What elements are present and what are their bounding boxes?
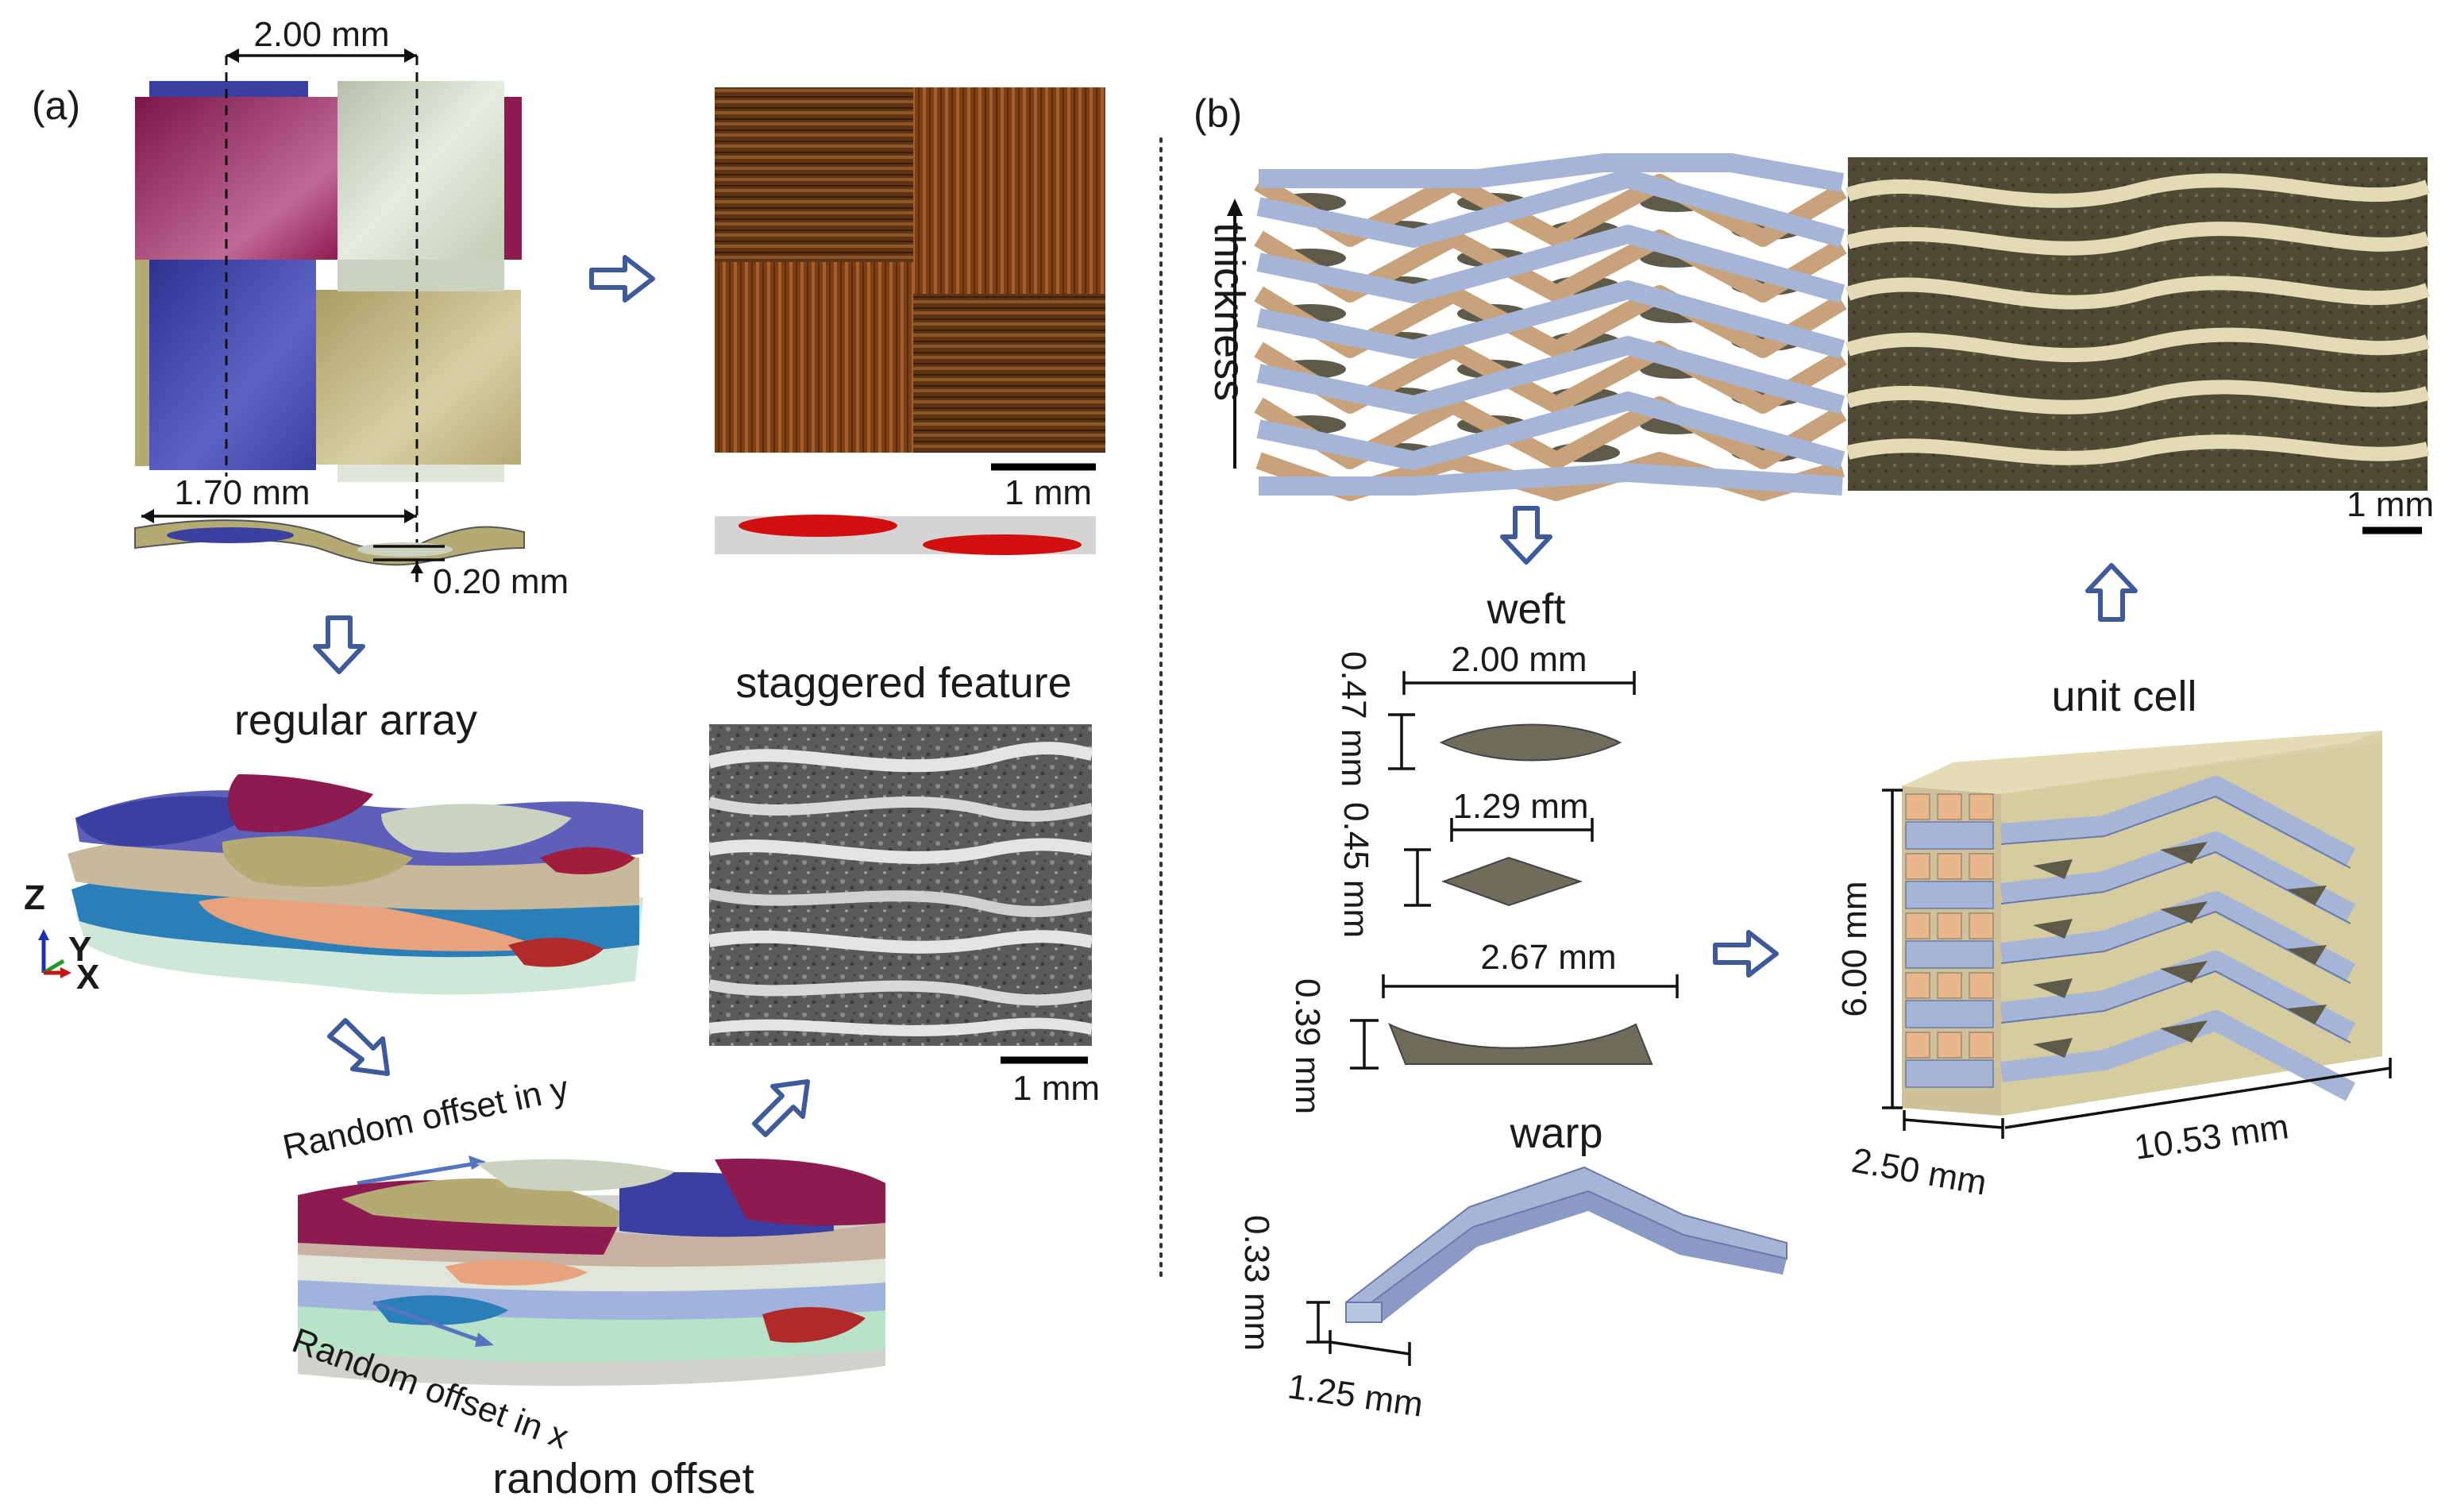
arrow-to-unit-cell (1713, 930, 1779, 978)
scale-bar-1-label: 1 mm (1005, 473, 1092, 512)
weft-3-width-label: 2.67 mm (1480, 938, 1616, 977)
axis-y-label: Y (68, 930, 91, 969)
woven-unit-top-view (135, 81, 522, 482)
unit-cell-block (1902, 731, 2382, 1116)
cross-section-yarn-sage (357, 542, 453, 557)
weft-3-height-label: 0.39 mm (1288, 978, 1327, 1114)
arrow-to-micrograph (589, 255, 655, 303)
thickness-arrowhead (411, 562, 423, 573)
thickness-arrowhead-b (1227, 199, 1243, 216)
label-warp: warp (1509, 1109, 1602, 1157)
weave-schematic (1254, 153, 1847, 501)
random-y-arrow-line (357, 1161, 477, 1186)
label-regular-array: regular array (234, 696, 477, 744)
arrow-up-b (2085, 563, 2138, 622)
cross-section-yarn-navy (167, 527, 294, 543)
random-offset-stack (298, 1159, 885, 1386)
cell-height-label: 6.00 mm (1835, 881, 1874, 1016)
label-unit-cell: unit cell (2051, 673, 2196, 720)
arrow-diagonal-a (327, 1018, 390, 1076)
fabric-cross-section-photo (1845, 157, 2431, 491)
weft-shape-1 (1439, 723, 1622, 762)
weft-2-height-label: 0.45 mm (1336, 802, 1375, 938)
weft-2-width-label: 1.29 mm (1452, 787, 1588, 826)
regular-array-stack (67, 774, 643, 995)
arrow-down-a (313, 615, 365, 674)
dim-width-label: 1.70 mm (174, 473, 310, 512)
arrow-down-b (1500, 506, 1552, 565)
cell-length-line (2004, 1066, 2391, 1129)
label-weft: weft (1486, 585, 1565, 633)
random-y-arrowhead (469, 1155, 486, 1170)
random-x-arrow-line (372, 1300, 485, 1344)
weft-1-height-label: 0.47 mm (1334, 651, 1373, 787)
cross-section-red-yarn-1 (739, 515, 897, 537)
label-staggered-feature: staggered feature (735, 659, 1071, 707)
warp-width-line (1329, 1340, 1410, 1356)
dim-thickness-label: 0.20 mm (433, 562, 569, 601)
dim-top-label: 2.00 mm (253, 15, 389, 54)
cell-depth-line (1903, 1118, 2004, 1129)
weft-1-width-label: 2.00 mm (1451, 640, 1587, 679)
micrograph-staggered (707, 724, 1093, 1046)
axis-z-label: Z (24, 878, 45, 917)
label-random-offset-y: Random offset in y (280, 1069, 572, 1167)
random-x-arrowhead (475, 1333, 494, 1347)
arrow-diagonal-up (752, 1079, 810, 1137)
label-thickness: thickness (1205, 222, 1253, 401)
cell-length-label: 10.53 mm (2132, 1107, 2292, 1167)
cell-depth-label: 2.50 mm (1849, 1141, 1989, 1203)
cross-section (134, 519, 525, 566)
panel-a-label: (a) (32, 83, 80, 128)
warp-shape (1344, 1166, 1788, 1323)
warp-height-label: 0.33 mm (1237, 1215, 1276, 1351)
weft-shape-3 (1388, 1022, 1653, 1065)
axis-x-label: X (76, 958, 99, 997)
micrograph-top-view (715, 87, 1105, 453)
label-random-offset: random offset (492, 1455, 754, 1502)
scale-bar-b-label: 1 mm (2347, 485, 2434, 524)
panel-b-label: (b) (1194, 91, 1242, 136)
scale-bar-2-label: 1 mm (1012, 1069, 1100, 1108)
axis-triad (38, 929, 71, 978)
cross-section-red-yarn-2 (923, 534, 1082, 555)
warp-width-label: 1.25 mm (1286, 1367, 1425, 1424)
weft-shape-2 (1441, 856, 1583, 907)
